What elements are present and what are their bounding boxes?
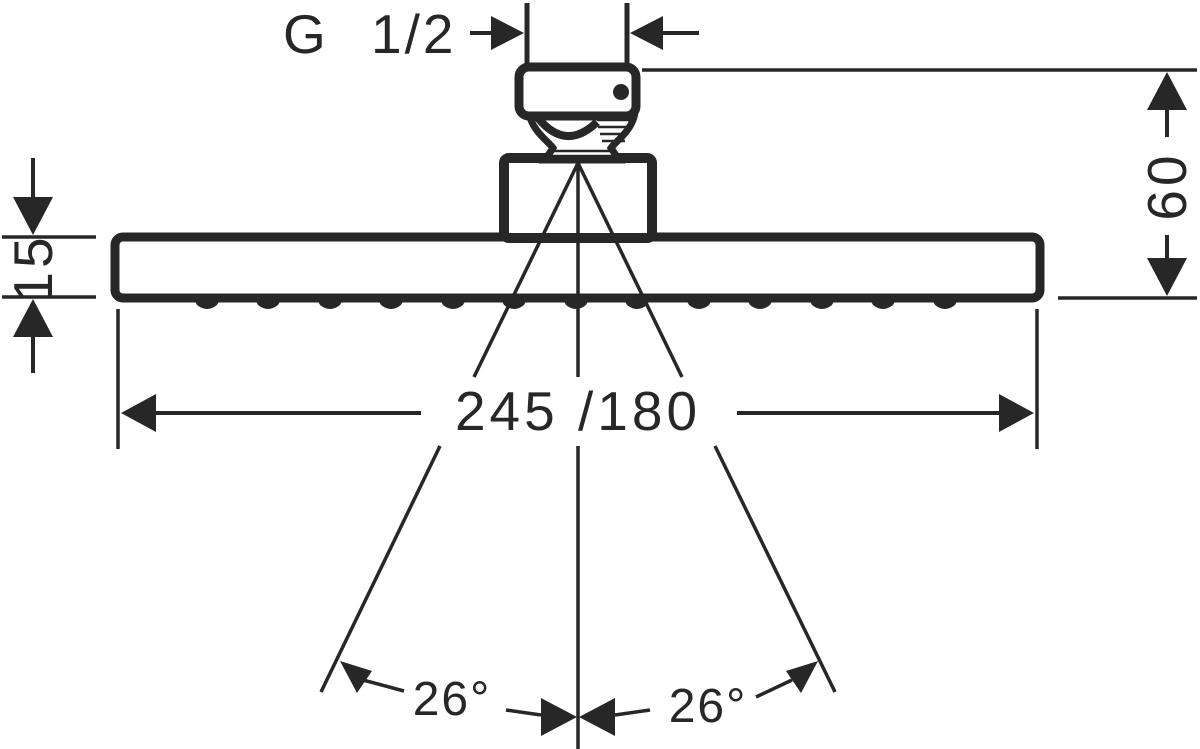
leader-line: [614, 708, 651, 717]
spray-nozzle: [868, 296, 898, 309]
spray-angle-lines: [319, 162, 837, 749]
angle-arrow-icon: [786, 661, 818, 693]
thickness-dimension-label: 15: [2, 233, 64, 302]
arrow-left-icon: [579, 698, 615, 736]
spray-nozzle: [253, 296, 283, 309]
spray-angle-right-dimension: 26°: [614, 661, 818, 733]
left-spray-line: [472, 162, 580, 378]
arrow-left-icon: [630, 16, 663, 50]
arrow-left-icon: [121, 394, 156, 432]
spray-nozzle: [438, 296, 468, 309]
leader-line: [755, 678, 793, 699]
leader-line: [362, 678, 405, 693]
arrow-right-icon: [491, 16, 524, 50]
thickness-dimension: 15: [2, 158, 96, 373]
wall-connector-body: [514, 62, 641, 121]
thread-size-dimension: G 1/2: [283, 3, 699, 65]
supply-pipe-lines: [524, 3, 630, 70]
width-dimension-label: 245 /180: [455, 380, 701, 442]
spray-nozzle: [807, 296, 837, 309]
ball-joint: [525, 108, 639, 164]
height-dimension-label: 60: [1136, 151, 1198, 220]
spray-nozzle: [684, 296, 714, 309]
fixture-outline: [110, 3, 1045, 749]
angle-arrow-icon: [340, 661, 372, 693]
arrow-right-icon: [999, 394, 1034, 432]
spray-nozzle: [930, 296, 960, 309]
spray-nozzle: [315, 296, 345, 309]
leader-line: [505, 708, 542, 717]
center-axis-arrows: [541, 698, 615, 736]
spray-nozzle: [561, 296, 591, 309]
height-dimension: 60: [642, 68, 1198, 300]
set-screw-dot: [613, 84, 629, 100]
right-spray-line: [576, 162, 684, 378]
spray-nozzle: [745, 296, 775, 309]
spray-angle-right-label: 26°: [669, 680, 748, 733]
spray-nozzle: [192, 296, 222, 309]
arrow-up-icon: [13, 299, 53, 337]
spray-angle-left-dimension: 26°: [340, 661, 542, 726]
spray-nozzle: [376, 296, 406, 309]
left-spray-line: [319, 445, 442, 693]
arrow-right-icon: [541, 698, 577, 736]
thread-size-label: G 1/2: [283, 3, 457, 65]
arrow-up-icon: [1147, 72, 1187, 110]
width-dimension: 245 /180: [116, 309, 1039, 449]
spray-angle-left-label: 26°: [413, 673, 492, 726]
right-spray-line: [713, 445, 837, 693]
arrow-down-icon: [1147, 258, 1187, 296]
arrow-down-icon: [13, 197, 53, 235]
ball-joint-sphere-arc: [534, 115, 600, 141]
